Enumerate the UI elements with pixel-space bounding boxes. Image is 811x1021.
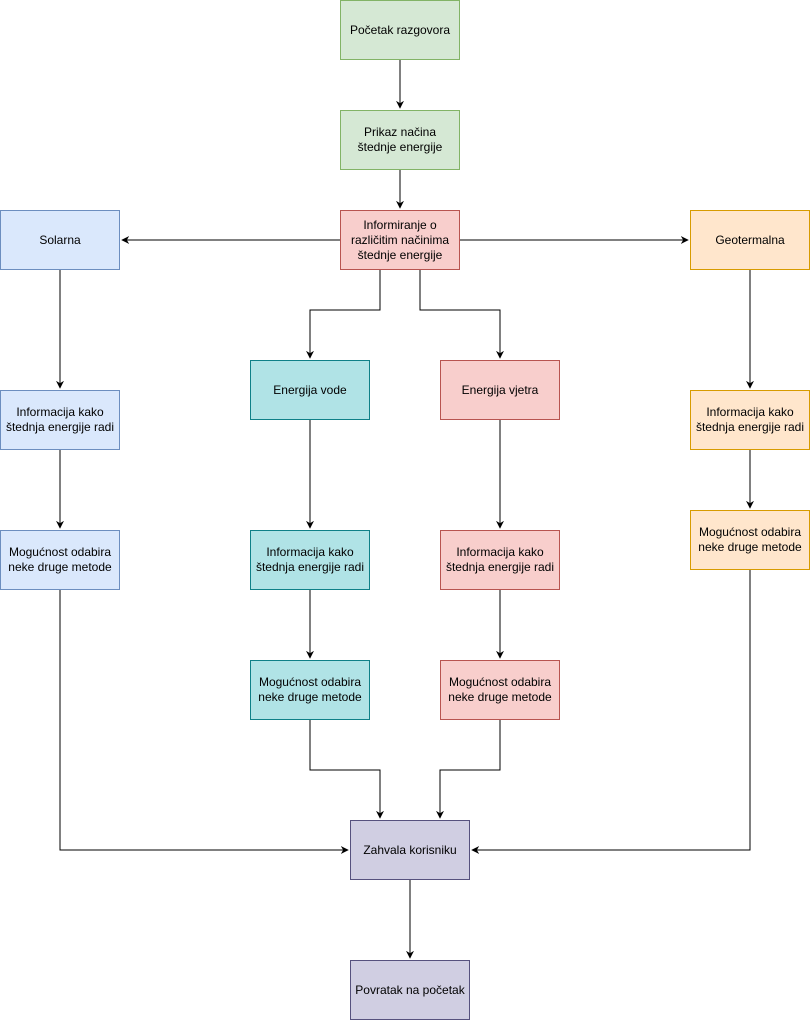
node-water-info[interactable]: Informacija kako štednja energije radi [250, 530, 370, 590]
node-restart[interactable]: Povratak na početak [350, 960, 470, 1020]
node-label: Prikaz načina štednje energije [357, 125, 443, 154]
node-label: Energija vjetra [461, 382, 539, 397]
node-label: Mogućnost odabira neke druge metode [448, 675, 552, 704]
node-label: Mogućnost odabira neke druge metode [698, 525, 802, 554]
node-water[interactable]: Energija vode [250, 360, 370, 420]
node-solar[interactable]: Solarna [0, 210, 120, 270]
edge-solar-choice-to-thanks [59, 590, 349, 854]
node-label: Mogućnost odabira neke druge metode [8, 545, 112, 574]
node-wind-info[interactable]: Informacija kako štednja energije radi [440, 530, 560, 590]
node-solar-choice[interactable]: Mogućnost odabira neke druge metode [0, 530, 120, 590]
node-label: Informacija kako štednja energije radi [695, 405, 805, 434]
node-thanks[interactable]: Zahvala korisniku [350, 820, 470, 880]
edge-info-hub-to-water [306, 270, 381, 359]
node-start[interactable]: Početak razgovora [340, 0, 460, 60]
node-geo-info[interactable]: Informacija kako štednja energije radi [690, 390, 810, 450]
node-label: Geotermalna [715, 232, 785, 247]
node-label: Solarna [39, 232, 81, 247]
node-label: Mogućnost odabira neke druge metode [258, 675, 362, 704]
node-label: Informiranje o različitim načinima štedn… [350, 217, 450, 262]
node-label: Energija vode [273, 382, 347, 397]
edge-info-hub-to-wind [419, 270, 504, 359]
node-label: Zahvala korisniku [363, 842, 457, 857]
node-label: Povratak na početak [355, 982, 465, 997]
edge-wind-choice-to-thanks [436, 720, 501, 819]
node-geo[interactable]: Geotermalna [690, 210, 810, 270]
node-solar-info[interactable]: Informacija kako štednja energije radi [0, 390, 120, 450]
node-water-choice[interactable]: Mogućnost odabira neke druge metode [250, 660, 370, 720]
node-label: Informacija kako štednja energije radi [5, 405, 115, 434]
edge-water-choice-to-thanks [309, 720, 384, 819]
node-label: Početak razgovora [349, 22, 451, 37]
node-info-hub[interactable]: Informiranje o različitim načinima štedn… [340, 210, 460, 270]
edge-geo-choice-to-thanks [471, 570, 751, 854]
node-label: Informacija kako štednja energije radi [255, 545, 365, 574]
node-label: Informacija kako štednja energije radi [445, 545, 555, 574]
node-geo-choice[interactable]: Mogućnost odabira neke druge metode [690, 510, 810, 570]
node-wind[interactable]: Energija vjetra [440, 360, 560, 420]
node-overview[interactable]: Prikaz načina štednje energije [340, 110, 460, 170]
node-wind-choice[interactable]: Mogućnost odabira neke druge metode [440, 660, 560, 720]
